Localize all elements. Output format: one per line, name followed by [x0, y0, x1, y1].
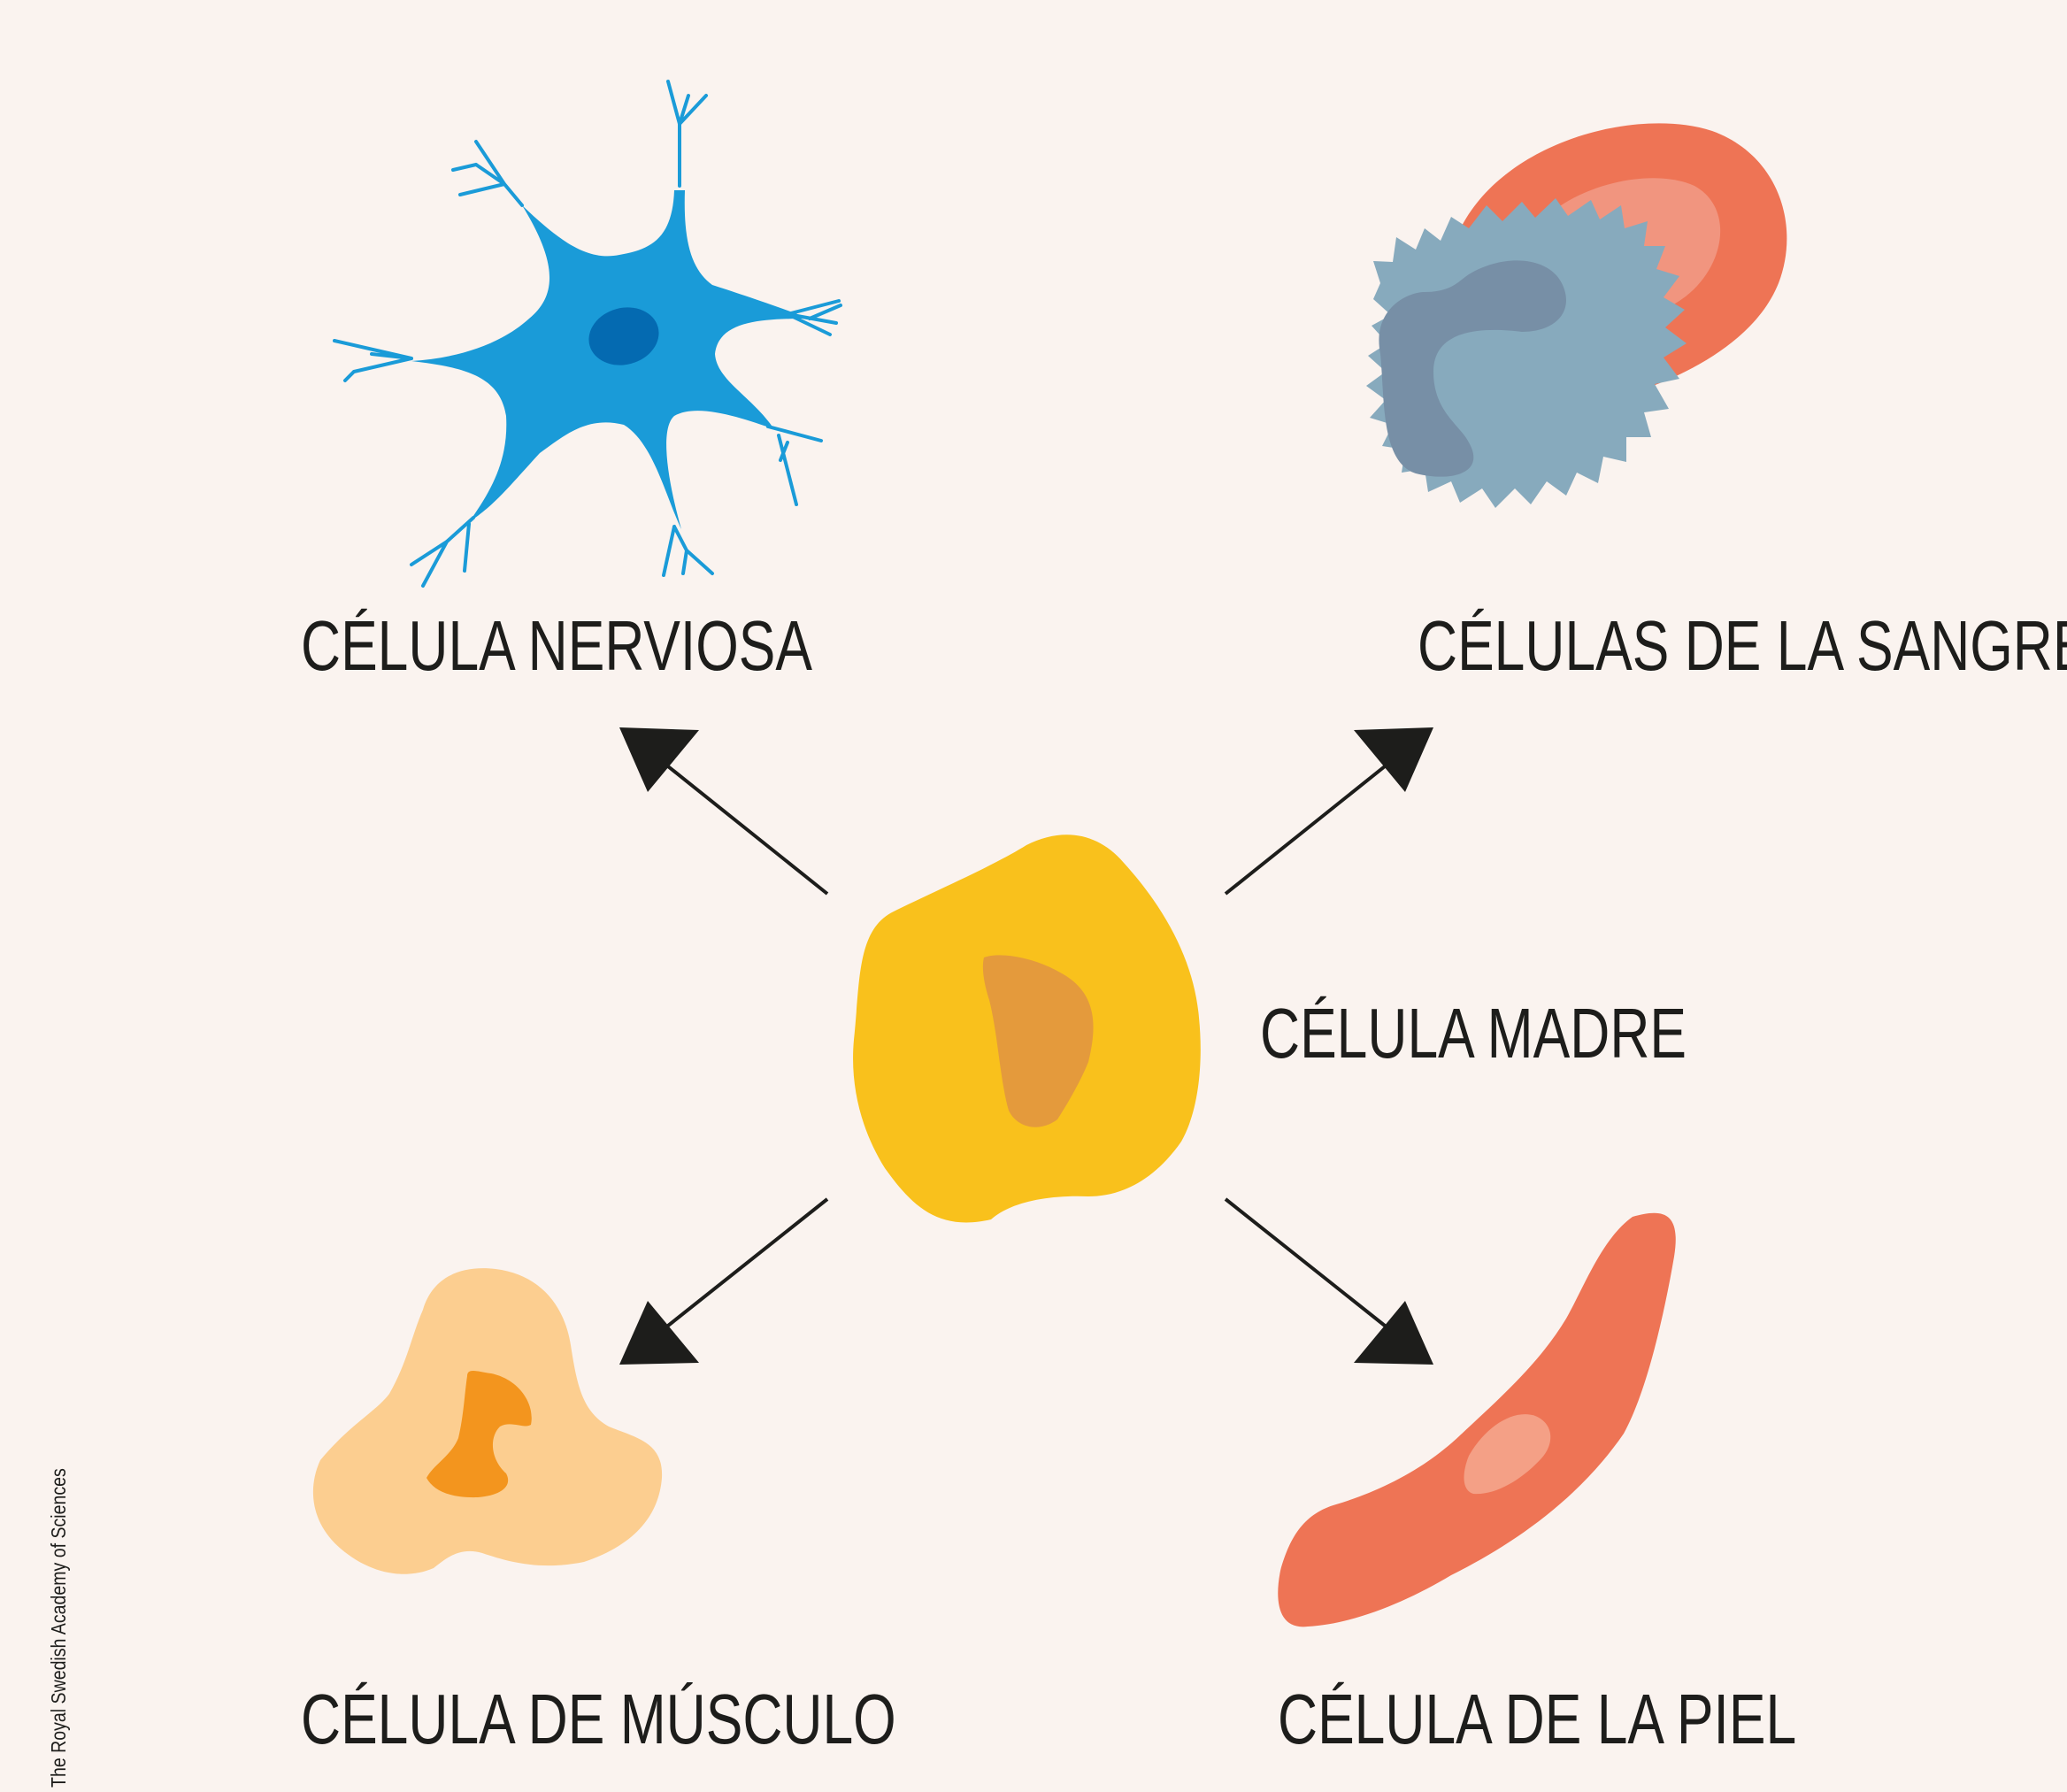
- muscle-cell-label: CÉLULA DE MÚSCULO: [301, 1684, 896, 1755]
- muscle-cell-icon: [313, 1268, 662, 1574]
- arrow-to-nerve-cell: [619, 727, 827, 894]
- blood-cells-label: CÉLULAS DE LA SANGRE: [1418, 611, 2067, 681]
- nerve-cell-icon: [334, 81, 841, 586]
- stem-cell-icon: [853, 834, 1201, 1222]
- blood-cells-icon: [1366, 123, 1787, 508]
- arrow-to-blood-cells: [1226, 727, 1433, 894]
- credit-text: The Royal Swedish Academy of Sciences: [49, 1468, 69, 1788]
- skin-cell-icon: [1278, 1213, 1676, 1627]
- arrow-to-muscle-cell: [619, 1199, 827, 1365]
- nerve-cell-label: CÉLULA NERVIOSA: [301, 611, 812, 681]
- arrow-to-skin-cell: [1226, 1199, 1433, 1365]
- stem-cell-label: CÉLULA MADRE: [1260, 998, 1687, 1069]
- skin-cell-label: CÉLULA DE LA PIEL: [1278, 1684, 1796, 1755]
